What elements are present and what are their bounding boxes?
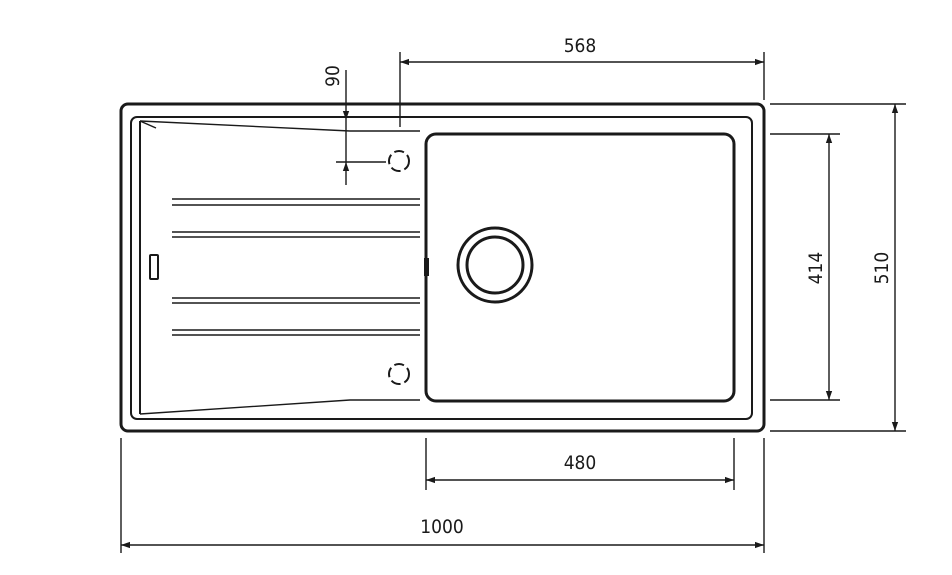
dimension-90: 90 [322, 65, 386, 185]
dimension-414: 414 [770, 133, 840, 401]
dimension-label-90: 90 [322, 65, 344, 87]
drain-icon [456, 226, 534, 304]
sink-outline [119, 102, 766, 433]
bowl [424, 132, 736, 403]
dimension-label-480: 480 [564, 452, 597, 474]
drainer-board [139, 120, 420, 415]
dimension-510: 510 [770, 103, 906, 432]
dimension-480: 480 [425, 438, 735, 490]
overflow-slot [149, 254, 159, 280]
tap-hole-bottom [388, 363, 410, 385]
dimension-568: 568 [399, 35, 765, 127]
dimension-1000: 1000 [120, 438, 765, 553]
drainer-grooves [172, 198, 420, 336]
dimension-label-1000: 1000 [420, 516, 464, 538]
dimension-label-414: 414 [805, 252, 827, 285]
dimension-label-568: 568 [564, 35, 597, 57]
dimension-label-510: 510 [871, 252, 893, 285]
tap-hole-top [388, 150, 410, 172]
